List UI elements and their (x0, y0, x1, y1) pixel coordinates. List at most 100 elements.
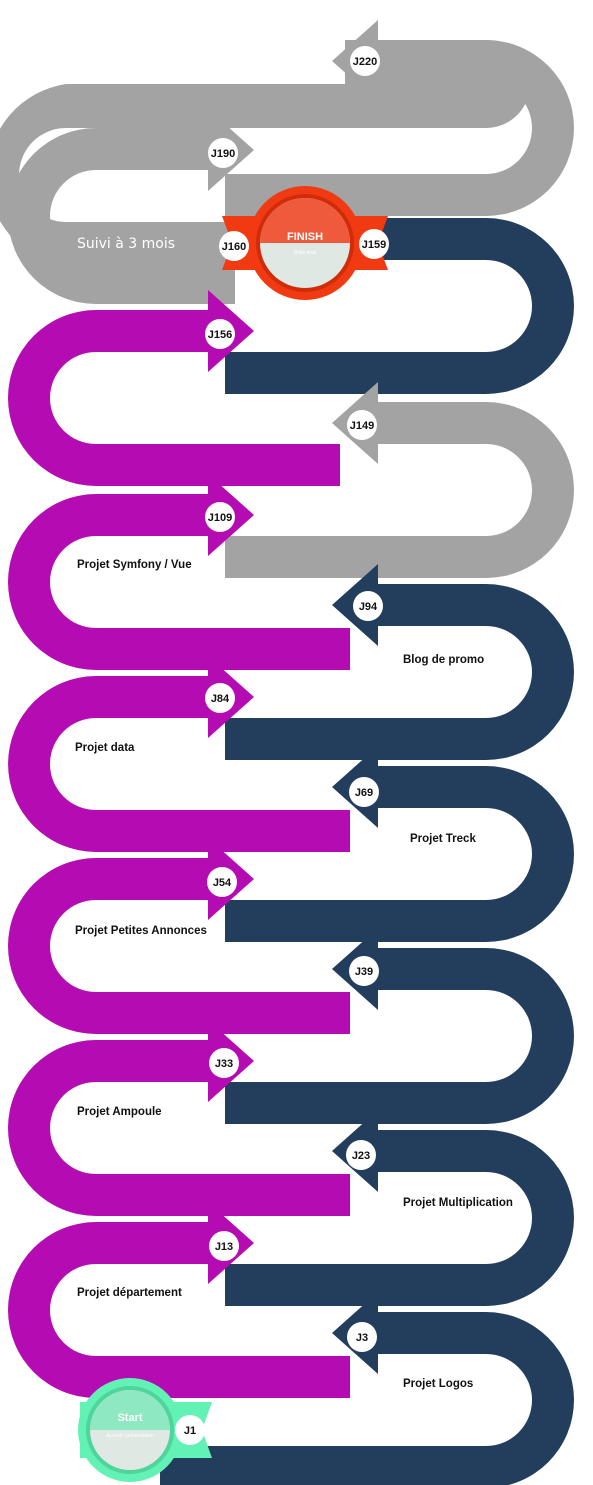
duration-decouverte-html-css: 10 jours (261, 1334, 318, 1350)
badge-j94-circle (353, 591, 383, 621)
duration-decouverte-php-sql: 10 jours (457, 1241, 514, 1257)
badge-j23-circle (346, 1140, 376, 1170)
duration-php-crud: 10 jours (261, 1150, 318, 1166)
duration-php-objet-mvc: 15 jours (404, 876, 461, 892)
badge-j159: J159 (362, 239, 386, 251)
badge-j3: J3 (356, 1332, 368, 1344)
title-decouverte-photoshop: Découverte Photoshop / Illustrator (220, 1424, 461, 1440)
band-navy-4 (225, 948, 574, 1124)
band-magenta-3 (8, 676, 351, 852)
badge-j69-circle (349, 777, 379, 807)
band-navy-6 (160, 1312, 574, 1485)
badge-j149-circle (347, 410, 377, 440)
badge-j156-circle (205, 319, 235, 349)
project-departement: Projet département (77, 1287, 182, 1299)
title-web-app: Web App (77, 602, 139, 618)
finish-medal: FINISH Bilan final (222, 186, 388, 300)
duration-php-api-rest: 15 jours (261, 786, 318, 802)
badge-j13-circle (209, 1231, 239, 1261)
title-examen: Examen (258, 330, 315, 346)
finish-title: FINISH (287, 231, 323, 243)
start-subtitle: Accueil / présentation (106, 1433, 154, 1439)
title-suivi-6-mois: Suivi à 6 mois (262, 145, 360, 161)
duration-decouverte-photoshop: 2 jours (460, 1424, 508, 1440)
title-decouverte-php-sql: Découverte PHP/SQL (262, 1241, 408, 1257)
badge-j54-circle (207, 867, 237, 897)
band-gray-upper-loop (225, 40, 574, 216)
title-decouverte-html-css: Découverte HTML/CSS (77, 1334, 234, 1350)
project-treck: Projet Treck (410, 833, 476, 845)
band-gray-top (0, 40, 530, 266)
band-magenta-1 (8, 310, 340, 486)
title-portfolio: Portfolio (262, 1056, 320, 1072)
duration-preparation-examen: 7 jours (261, 419, 309, 435)
project-logos: Projet Logos (403, 1378, 473, 1390)
duration-web-app: 15 jours (261, 602, 318, 618)
title-php-api-rest: PHP API REST (77, 786, 172, 802)
duration-examen: 3 jours (456, 330, 504, 346)
project-ampoule: Projet Ampoule (77, 1106, 162, 1118)
labels: Suivi à 6 mois Suivi à 3 mois Examen 3 j… (75, 145, 514, 1440)
title-php-objet-mvc: PHP Objet MVC (262, 876, 368, 892)
band-magenta-5 (8, 1040, 350, 1216)
title-php-crud: PHP CRUD (77, 1150, 149, 1166)
day-badges: J220 J190 J160 J159 J156 J149 J109 J94 J… (175, 46, 389, 1445)
badge-j13: J13 (215, 1241, 233, 1253)
band-gray-lower-loop (8, 128, 235, 304)
band-navy-5 (225, 1130, 574, 1306)
badge-j69: J69 (355, 787, 373, 799)
duration-wordpress: 10 jours (404, 691, 461, 707)
duration-php-objet: 15 jours (207, 965, 264, 981)
badge-j1-circle (175, 1415, 205, 1445)
badge-j23: J23 (352, 1150, 370, 1162)
project-data: Projet data (75, 742, 135, 754)
bands (0, 40, 574, 1485)
band-magenta-4 (8, 858, 350, 1034)
project-captions: Projet Symfony / Vue Blog de promo Proje… (75, 559, 513, 1390)
title-periode-entreprise: Période entreprise (262, 513, 390, 529)
badge-j156: J156 (208, 329, 232, 341)
badge-j33-circle (209, 1048, 239, 1078)
badge-j3-circle (347, 1322, 377, 1352)
badge-j1: J1 (184, 1425, 196, 1437)
badge-j84-circle (205, 683, 235, 713)
title-preparation-examen: Préparation examen (75, 419, 217, 435)
band-navy-1 (225, 218, 574, 394)
title-php-objet: PHP Objet (77, 965, 147, 981)
band-magenta-6 (8, 1222, 350, 1398)
project-petites-annonces: Projet Petites Annonces (75, 925, 207, 937)
project-symfony-vue: Projet Symfony / Vue (77, 559, 192, 571)
badge-j190: J190 (211, 148, 235, 160)
title-wordpress: Wordpress (262, 691, 336, 707)
finish-subtitle: Bilan final (294, 250, 316, 256)
start-medal: Start Accueil / présentation (78, 1378, 212, 1482)
duration-portfolio: 6 jours (404, 1059, 452, 1075)
project-multiplication: Projet Multiplication (403, 1197, 513, 1209)
start-disc-top (90, 1390, 170, 1430)
badge-j39-circle (349, 956, 379, 986)
band-magenta-2 (8, 494, 350, 670)
badge-j159-circle (359, 229, 389, 259)
badge-j84: J84 (211, 693, 230, 705)
badge-j149: J149 (350, 420, 374, 432)
badge-j94: J94 (359, 601, 378, 613)
badge-j39: J39 (355, 966, 373, 978)
band-navy-3 (225, 766, 574, 942)
badge-j109-circle (205, 502, 235, 532)
badge-j190-circle (208, 138, 238, 168)
start-title: Start (117, 1412, 142, 1424)
badge-j160: J160 (222, 241, 246, 253)
badge-j160-circle (219, 231, 249, 261)
title-suivi-3-mois: Suivi à 3 mois (77, 236, 175, 252)
badge-j54: J54 (213, 877, 232, 889)
project-blog-de-promo: Blog de promo (403, 654, 484, 666)
band-gray-2 (225, 402, 574, 578)
badge-j109: J109 (208, 512, 232, 524)
duration-periode-entreprise: 40 jours (404, 513, 461, 529)
finish-disc-top (260, 198, 350, 243)
badge-j220-circle (350, 46, 380, 76)
badge-j33: J33 (215, 1058, 233, 1070)
badge-j220: J220 (353, 56, 377, 68)
